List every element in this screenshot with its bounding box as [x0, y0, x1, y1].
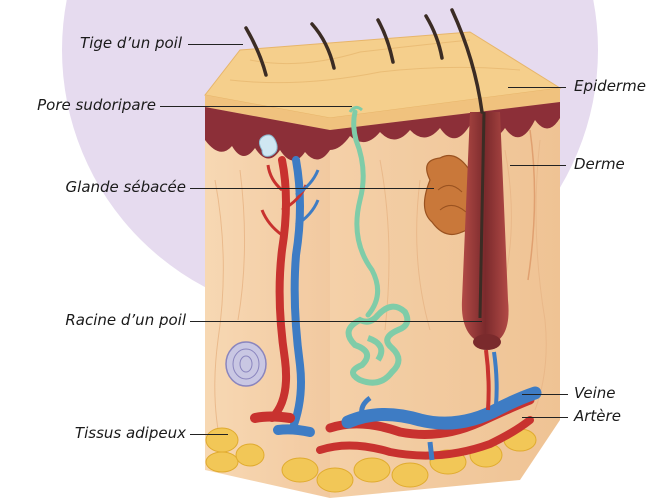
label-sebaceous-gland: Glande sébacée: [40, 178, 186, 196]
leader-hair-root: [190, 321, 482, 322]
leader-artery: [522, 417, 568, 418]
pacinian-corpuscle: [226, 342, 266, 386]
label-vein: Veine: [574, 384, 616, 402]
label-adipose: Tissus adipeux: [48, 424, 186, 442]
leader-sebaceous-gland: [190, 188, 434, 189]
label-hair-root: Racine d’un poil: [8, 311, 186, 329]
leader-vein: [522, 394, 568, 395]
leader-adipose: [190, 434, 228, 435]
label-sweat-pore: Pore sudoripare: [6, 96, 156, 114]
label-dermis: Derme: [574, 155, 625, 173]
label-epidermis: Epiderme: [574, 77, 646, 95]
label-artery: Artère: [574, 407, 621, 425]
leader-sweat-pore: [160, 106, 352, 107]
leader-hair-shaft: [188, 44, 243, 45]
leader-dermis: [510, 165, 566, 166]
leader-epidermis: [508, 87, 566, 88]
label-hair-shaft: Tige d’un poil: [58, 34, 182, 52]
